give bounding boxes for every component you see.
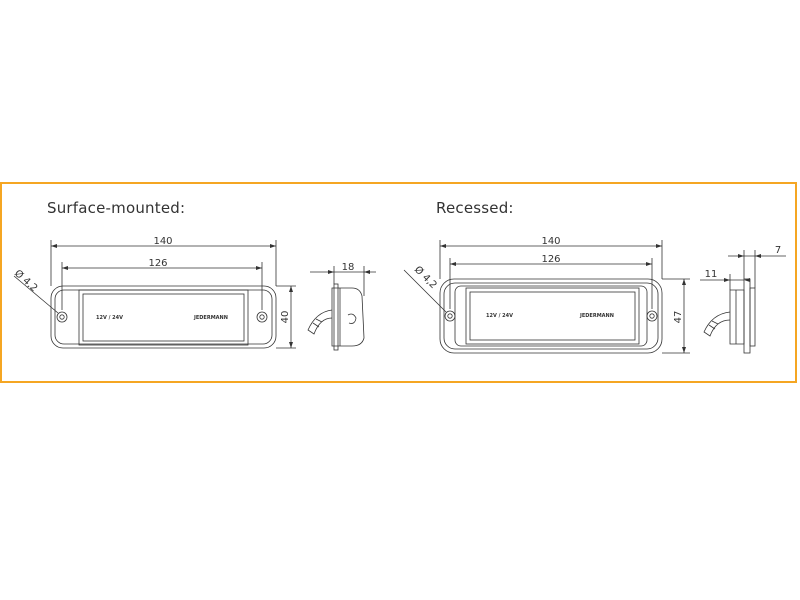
surface-side-view [307,266,376,351]
recessed-dim-140-text: 140 [541,236,560,247]
recessed-title: Recessed: [436,199,514,217]
surface-housing-inner-outline [54,289,273,345]
surface-side-flange [333,283,339,351]
recessed-brand-label: JEDERMANN [579,313,614,319]
recessed-frame-outline [439,278,663,354]
recessed-dim-7-text: 7 [775,245,781,256]
surface-dim-126-text: 126 [148,258,167,269]
drawing-frame [0,182,797,383]
surface-mounted-title: Surface-mounted: [47,199,186,217]
recessed-mount-hole-right-inner [649,313,655,319]
surface-front-view [13,240,296,349]
surface-dim-18-text: 18 [342,262,355,273]
recessed-mount-hole-left-inner [447,313,453,319]
recessed-side-lens [749,287,756,347]
surface-side-body [331,287,365,347]
surface-voltage-label: 12V / 24V [96,315,123,321]
surface-housing-outline [50,285,277,349]
recessed-mount-hole-right [646,310,658,322]
surface-dim-140-text: 140 [153,236,172,247]
recessed-side-body [729,289,745,345]
recessed-dim-hole-text: Ø 4,2 [412,264,440,292]
recessed-dim-11-text: 11 [705,269,718,280]
recessed-dim-126-text: 126 [541,254,560,265]
surface-dim-hole-text: Ø 4,2 [12,267,40,294]
surface-mount-hole-right [256,311,268,323]
surface-mount-hole-left-inner [59,314,65,320]
recessed-frame-inner-outline [443,282,659,350]
surface-lens-outline [78,289,249,346]
surface-mount-hole-right-inner [259,314,265,320]
recessed-hole-leader [403,269,447,313]
recessed-side-flange [743,278,751,354]
surface-lens-inner [82,293,245,342]
surface-side-cable-gland [347,313,357,324]
surface-side-cable [307,309,333,335]
recessed-lens-inner [469,291,636,341]
recessed-voltage-label: 12V / 24V [486,313,513,319]
surface-brand-label: JEDERMANN [193,315,228,321]
recessed-lens-outline [465,287,640,345]
recessed-housing-outline [454,285,648,347]
surface-dim-40-text: 40 [280,311,291,324]
recessed-side-cable [703,311,731,337]
recessed-front-view [403,240,690,354]
surface-mount-hole-left [56,311,68,323]
recessed-mount-hole-left [444,310,456,322]
recessed-side-view [700,250,786,354]
recessed-dim-47-text: 47 [673,311,684,324]
surface-hole-leader [13,275,59,314]
